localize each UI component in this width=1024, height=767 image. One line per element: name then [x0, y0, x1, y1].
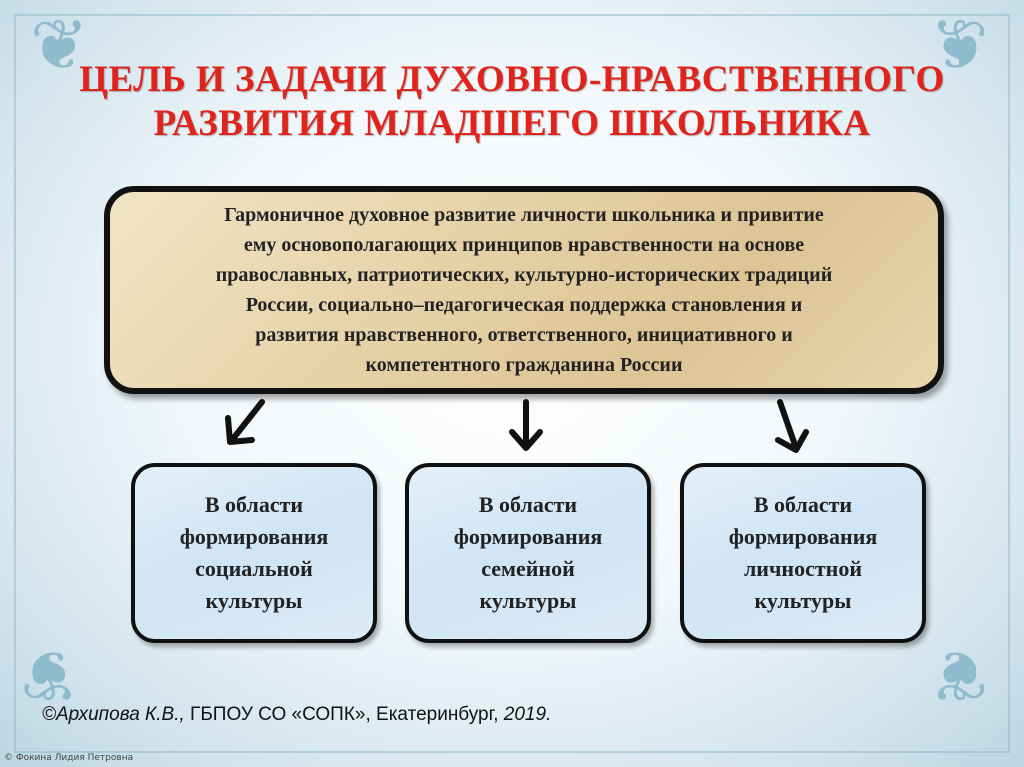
area-line: формирования	[453, 524, 603, 549]
goal-line: ему основополагающих принципов нравствен…	[243, 234, 805, 256]
goal-line: компетентного гражданина России	[365, 354, 683, 376]
area-line: культуры	[205, 588, 303, 613]
page-title: ЦЕЛЬ И ЗАДАЧИ ДУХОВНО-НРАВСТВЕННОГО РАЗВ…	[40, 58, 984, 146]
footer-author: ©Архипова К.В.,	[42, 704, 185, 725]
area-box-personal: В области формирования личностной культу…	[680, 463, 926, 643]
arrow-right	[775, 399, 809, 453]
decorative-frame	[14, 14, 1010, 753]
goal-text: Гармоничное духовное развитие личности ш…	[216, 200, 832, 380]
goal-line: православных, патриотических, культурно-…	[215, 264, 833, 286]
area-text: В области формирования социальной культу…	[180, 489, 329, 617]
image-credit: © Фокина Лидия Петровна	[4, 753, 134, 763]
area-line: семейной	[481, 556, 575, 581]
area-line: социальной	[195, 556, 313, 581]
corner-ornament-top-left: ❦	[30, 4, 89, 86]
area-box-family: В области формирования семейной культуры	[405, 463, 651, 643]
area-line: формирования	[728, 524, 878, 549]
area-line: В области	[753, 492, 853, 517]
area-text: В области формирования семейной культуры	[454, 489, 603, 617]
area-line: культуры	[479, 588, 577, 613]
title-line-2: РАЗВИТИЯ МЛАДШЕГО ШКОЛЬНИКА	[153, 103, 871, 144]
area-box-social: В области формирования социальной культу…	[131, 463, 377, 643]
area-line: культуры	[754, 588, 852, 613]
footer-citation: ©Архипова К.В., ГБПОУ СО «СОПК», Екатери…	[42, 704, 551, 726]
arrow-center	[509, 399, 543, 451]
area-text: В области формирования личностной культу…	[729, 489, 878, 617]
goal-line: Гармоничное духовное развитие личности ш…	[224, 204, 824, 226]
area-line: В области	[478, 492, 578, 517]
title-line-1: ЦЕЛЬ И ЗАДАЧИ ДУХОВНО-НРАВСТВЕННОГО	[79, 59, 945, 100]
goal-line: России, социально–педагогическая поддерж…	[245, 294, 803, 316]
arrow-left	[225, 399, 265, 445]
goal-box: Гармоничное духовное развитие личности ш…	[104, 186, 944, 394]
goal-line: развития нравственного, ответственного, …	[255, 324, 793, 346]
footer-org: ГБПОУ СО «СОПК», Екатеринбург,	[184, 704, 504, 725]
area-line: личностной	[743, 556, 862, 581]
area-line: В области	[204, 492, 304, 517]
area-line: формирования	[179, 524, 329, 549]
footer-year: 2019.	[503, 704, 552, 725]
